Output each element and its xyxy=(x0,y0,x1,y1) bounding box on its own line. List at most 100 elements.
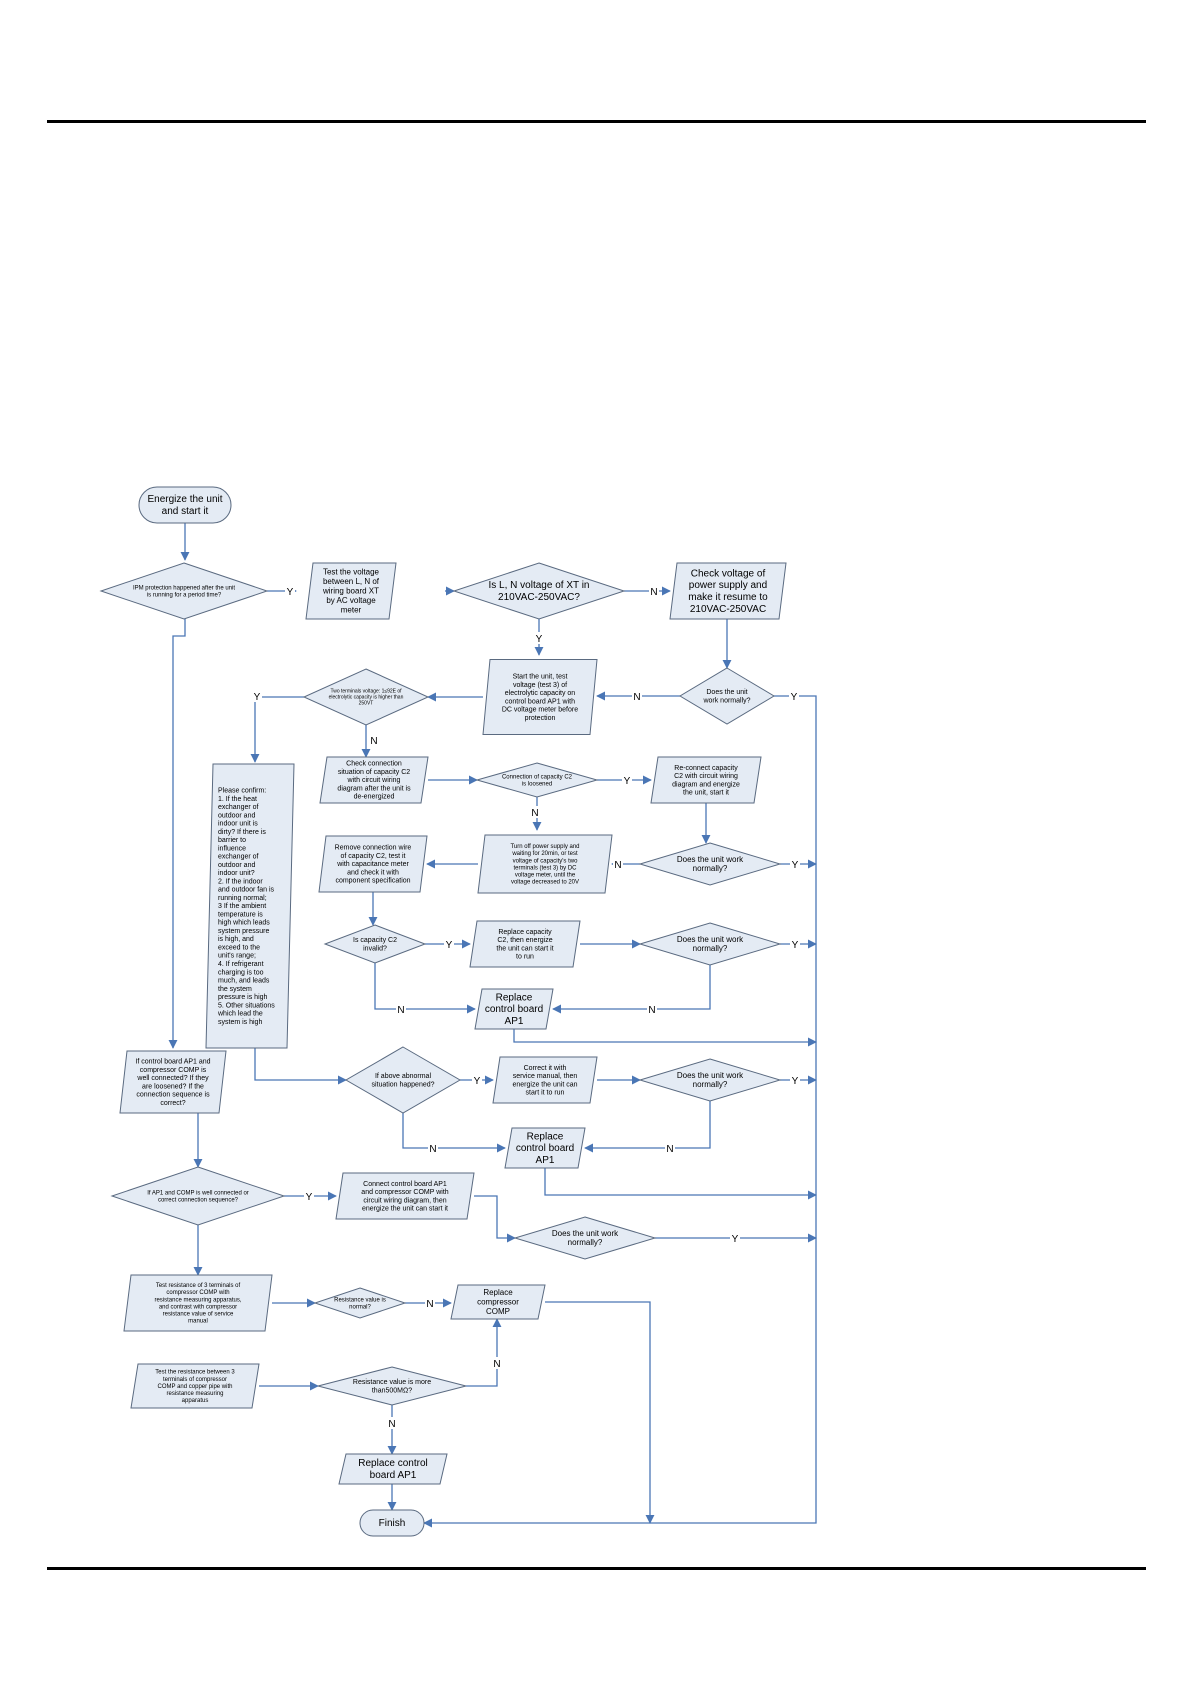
connector-arrow xyxy=(474,1195,516,1243)
node-p-testRes3: Test resistance of 3 terminals ofcompres… xyxy=(123,1274,273,1332)
node-text-line: 250VT xyxy=(359,700,374,706)
node-text-line: is high, and xyxy=(218,936,254,943)
node-shape xyxy=(123,1274,273,1332)
node-text-line: between L, N of xyxy=(323,577,380,586)
node-text-line: compressor COMP is xyxy=(140,1067,207,1074)
node-text-line: circuit wiring diagram, then xyxy=(363,1197,446,1204)
connector-arrow xyxy=(513,1029,817,1047)
node-text-line: make it resume to xyxy=(688,592,768,603)
node-finish: Finish xyxy=(359,1509,425,1537)
node-shape xyxy=(99,562,269,620)
node-text-line: IPM protection happened after the unit xyxy=(133,585,235,591)
node-text-line: to run xyxy=(516,954,534,961)
edge-label-bg xyxy=(649,585,659,597)
node-text-line: meter xyxy=(341,605,362,614)
node-text-line: by AC voltage xyxy=(326,596,376,605)
edge-label-l-res500-n1: N xyxy=(493,1359,500,1370)
edge-label-l-abn-n: N xyxy=(429,1144,436,1155)
node-text-line: situation happened? xyxy=(371,1081,434,1088)
node-text-line: outdoor and xyxy=(218,812,255,819)
node-text-line: and outdoor fan is xyxy=(218,887,275,894)
node-text-line: pressure is high xyxy=(218,994,268,1001)
node-text-line: is loosened xyxy=(522,781,552,787)
node-text-line: normal? xyxy=(349,1304,371,1310)
edge-label-bg xyxy=(613,858,623,870)
node-text-line: 1. If the heat xyxy=(218,796,257,803)
node-text-line: service manual, then xyxy=(513,1073,578,1080)
edge-label-bg xyxy=(369,734,379,746)
node-text-line: diagram and energize xyxy=(672,781,740,788)
node-text-line: component specification xyxy=(335,878,410,885)
edge-label-l-abn-y: Y xyxy=(474,1076,481,1087)
node-text-line: COMP xyxy=(486,1307,510,1316)
node-text-line: resistance measuring xyxy=(166,1391,223,1397)
connector-arrow xyxy=(374,963,476,1014)
connector-arrow xyxy=(584,1101,711,1153)
node-text-line: 210VAC-250VAC? xyxy=(498,592,580,603)
node-shape xyxy=(313,1287,407,1319)
edge-label-bg xyxy=(304,1190,314,1202)
node-shape xyxy=(318,835,428,893)
node-text-line: correct? xyxy=(160,1100,185,1107)
edge-label-l-work4-n: N xyxy=(666,1144,673,1155)
node-text-line: with circuit wiring xyxy=(347,777,401,784)
node-text-line: Replace xyxy=(527,1131,564,1142)
node-text-line: the system xyxy=(218,986,252,993)
node-d-AP1COMP: If AP1 and COMP is well connected orcorr… xyxy=(110,1166,286,1226)
node-text-line: Test resistance of 3 terminals of xyxy=(156,1283,241,1289)
node-shape xyxy=(359,1509,425,1537)
node-text-line: 5. Other situations xyxy=(218,1002,275,1009)
edge-label-bg xyxy=(425,1297,435,1309)
node-text-line: compressor xyxy=(477,1297,519,1306)
node-text-line: Is capacity C2 xyxy=(353,937,397,944)
node-shape xyxy=(513,1216,657,1260)
node-text-line: diagram after the unit is xyxy=(337,785,411,792)
edge-label-l-term-n: N xyxy=(370,736,377,747)
edge-label-bg xyxy=(647,1003,657,1015)
node-text-line: Check connection xyxy=(346,761,402,768)
node-text-line: AP1 xyxy=(536,1155,555,1166)
edge-label-l-res500-n2: N xyxy=(388,1419,395,1430)
node-text-line: apparatus xyxy=(182,1398,209,1404)
node-text-line: Test the resistance between 3 xyxy=(155,1370,235,1376)
edge-label-bg xyxy=(530,806,540,818)
node-text-line: terminals (test 3) by DC xyxy=(513,865,577,871)
node-text-line: If control board AP1 and xyxy=(135,1059,210,1066)
node-text-line: energize the unit can xyxy=(513,1081,578,1088)
edge-label-l-loose-y: Y xyxy=(624,776,631,787)
node-text-line: Replace capacity xyxy=(498,929,552,936)
node-text-line: manual xyxy=(188,1319,208,1325)
node-text-line: DC voltage meter before xyxy=(502,707,578,714)
node-text-line: Turn off power supply and xyxy=(510,844,579,850)
connector-arrow xyxy=(466,1318,502,1387)
node-shape xyxy=(482,659,598,735)
node-shape xyxy=(335,1172,475,1220)
node-shape xyxy=(638,922,782,966)
node-shape xyxy=(130,1363,260,1409)
node-text-line: Correct it with xyxy=(524,1065,567,1072)
node-text-line: control board xyxy=(485,1004,543,1015)
node-text-line: influence xyxy=(218,845,246,852)
node-text-line: Start the unit, test xyxy=(513,674,568,681)
node-text-line: temperature is xyxy=(218,911,263,918)
node-text-line: Does the unit work xyxy=(677,1071,744,1080)
node-text-line: unit's range; xyxy=(218,953,256,960)
node-shape xyxy=(492,1056,598,1104)
node-text-line: power supply and xyxy=(689,580,767,591)
node-text-line: wiring board XT xyxy=(322,586,379,595)
node-text-line: electrolytic capacity on xyxy=(505,690,576,697)
edge-label-l-work5-y: Y xyxy=(732,1234,739,1245)
node-text-line: Replace xyxy=(496,992,533,1003)
node-text-line: situation of capacity C2 xyxy=(338,769,410,776)
node-shape xyxy=(475,762,599,798)
edge-label-l-term-y: Y xyxy=(254,692,261,703)
node-shape xyxy=(638,1058,782,1102)
